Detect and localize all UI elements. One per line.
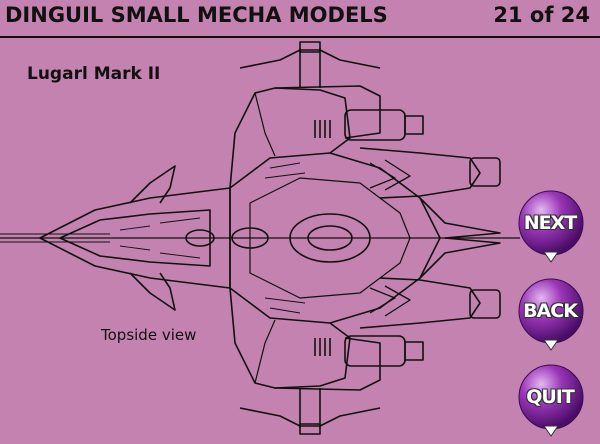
next-button[interactable]: NEXT xyxy=(516,190,586,263)
quit-button[interactable]: QUIT xyxy=(516,364,586,437)
header-bar: DINGUIL SMALL MECHA MODELS 21 of 24 xyxy=(0,0,600,38)
model-name: Lugarl Mark II xyxy=(27,64,161,84)
next-orb-icon xyxy=(518,190,584,263)
mecha-topside-drawing xyxy=(0,41,520,435)
view-caption: Topside view xyxy=(101,326,197,344)
quit-orb-icon xyxy=(518,364,584,437)
back-orb-icon xyxy=(518,278,584,351)
page-title: DINGUIL SMALL MECHA MODELS xyxy=(5,3,388,27)
page-counter: 21 of 24 xyxy=(493,3,590,27)
back-button[interactable]: BACK xyxy=(516,278,586,351)
